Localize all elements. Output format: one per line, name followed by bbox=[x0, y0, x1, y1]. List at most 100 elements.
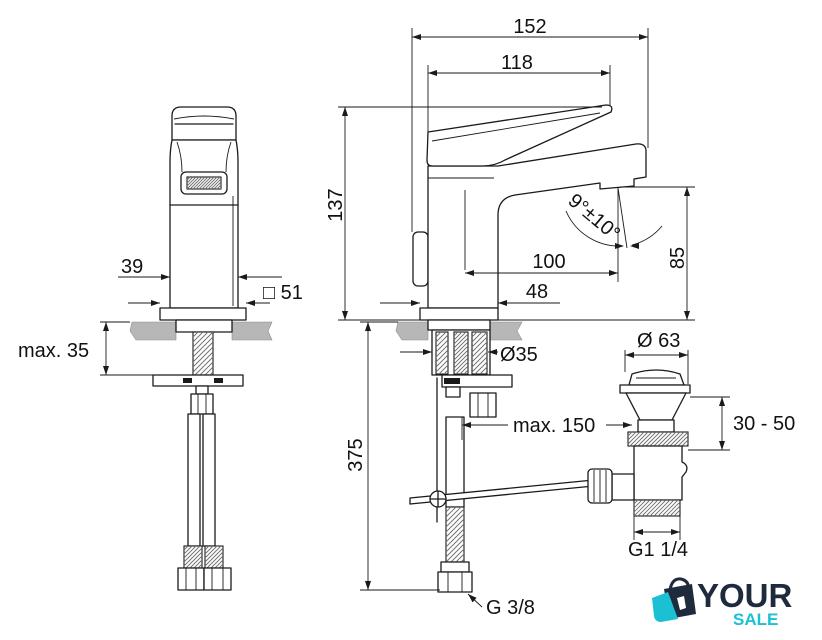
hatch-line bbox=[471, 331, 483, 343]
hatching bbox=[627, 431, 689, 447]
arrowhead bbox=[684, 187, 690, 196]
waste-neck bbox=[637, 419, 675, 433]
hatch-line bbox=[445, 538, 465, 558]
arrowhead bbox=[679, 352, 688, 358]
hatch-line bbox=[207, 176, 221, 190]
hatch-line bbox=[455, 361, 469, 375]
hatching bbox=[633, 499, 681, 517]
dim-label-137: 137 bbox=[325, 188, 347, 221]
arrowhead bbox=[161, 274, 170, 280]
arrowhead bbox=[468, 594, 477, 603]
front-mounting-plate bbox=[152, 374, 244, 387]
hatch-line bbox=[204, 366, 214, 376]
dim-label-375: 375 bbox=[345, 438, 367, 471]
waste-flange bbox=[619, 384, 691, 394]
hatch-line bbox=[657, 431, 673, 447]
dim-label-39: 39 bbox=[121, 256, 143, 278]
hatch-line bbox=[443, 369, 449, 375]
hatching bbox=[471, 331, 488, 375]
hatch-line bbox=[198, 176, 212, 190]
dim-label-85: 85 bbox=[667, 247, 689, 269]
hatch-line bbox=[435, 331, 442, 338]
hatch-line bbox=[453, 357, 469, 373]
dim-label-max35: max. 35 bbox=[18, 340, 89, 362]
side-base bbox=[419, 307, 499, 321]
waste-body bbox=[633, 445, 688, 501]
arrowhead bbox=[428, 70, 437, 76]
hatch-line bbox=[192, 331, 204, 343]
hatch-line bbox=[645, 499, 663, 517]
dim-label-angle: 9°±10° bbox=[564, 190, 624, 246]
shopping-bag-icon bbox=[652, 577, 696, 622]
hatch-line bbox=[201, 176, 215, 190]
hatch-line bbox=[453, 345, 469, 361]
hatch-line bbox=[193, 559, 203, 569]
arrowhead bbox=[246, 300, 255, 306]
counter-section-right bbox=[489, 321, 523, 341]
hatch-line bbox=[185, 551, 203, 569]
counter-section-left bbox=[395, 321, 429, 341]
arrowhead bbox=[639, 34, 648, 40]
front-hose-right bbox=[202, 413, 216, 547]
hatch-line bbox=[471, 346, 488, 363]
hatch-line bbox=[435, 344, 449, 358]
hatch-line bbox=[192, 331, 199, 338]
angle-arc-left bbox=[565, 210, 623, 247]
hatching bbox=[183, 545, 203, 569]
hatch-line bbox=[669, 431, 685, 447]
hatch-line bbox=[183, 547, 203, 567]
front-hex-facets bbox=[185, 568, 224, 590]
hatch-line bbox=[213, 181, 222, 190]
arrowhead bbox=[498, 300, 507, 306]
hatch-line bbox=[435, 349, 449, 363]
hatch-line bbox=[445, 518, 465, 538]
dim-label-g38: G 3/8 bbox=[486, 597, 535, 619]
front-body-contour bbox=[176, 141, 234, 306]
side-hex-nut bbox=[437, 571, 473, 593]
front-plate-slot-left bbox=[183, 378, 192, 383]
front-body bbox=[169, 139, 239, 309]
dim-label-35: Ø35 bbox=[500, 344, 538, 366]
hatch-line bbox=[645, 431, 661, 447]
hatch-line bbox=[453, 341, 469, 357]
hatch-line bbox=[661, 499, 679, 517]
hatch-line bbox=[435, 331, 447, 343]
hatch-line bbox=[471, 356, 488, 373]
side-hose-collar bbox=[440, 561, 470, 573]
arrowhead bbox=[238, 274, 247, 280]
front-counter bbox=[129, 321, 273, 341]
hatch-line bbox=[673, 431, 689, 447]
outlet-angle-line bbox=[617, 187, 628, 249]
bag-handle bbox=[668, 577, 690, 592]
hatching bbox=[186, 176, 222, 190]
hatch-line bbox=[629, 431, 645, 447]
hatch-line bbox=[453, 331, 459, 337]
arrowhead bbox=[342, 311, 348, 320]
arrowhead bbox=[634, 529, 643, 535]
hatch-line bbox=[649, 431, 665, 447]
front-plate-slot-right bbox=[214, 378, 223, 383]
dim-label-g114: G1 1/4 bbox=[628, 539, 688, 561]
yoursale-logo: YOUR SALE bbox=[652, 577, 793, 629]
hatch-line bbox=[649, 499, 667, 517]
front-hose-stub bbox=[195, 385, 209, 395]
hatch-line bbox=[216, 184, 222, 190]
side-thread-left bbox=[435, 331, 449, 375]
front-hose-left bbox=[187, 413, 201, 547]
hatch-line bbox=[186, 176, 197, 187]
hatch-line bbox=[657, 499, 675, 517]
hatch-line bbox=[627, 431, 641, 445]
hatch-line bbox=[665, 431, 681, 447]
waste-connector-ribs bbox=[593, 470, 607, 502]
arrowhead bbox=[365, 581, 371, 590]
dim-label-3050: 30 - 50 bbox=[733, 413, 795, 435]
side-nut-facets bbox=[477, 393, 489, 417]
logo-word-your: YOUR bbox=[697, 577, 793, 614]
arrowhead bbox=[630, 243, 639, 249]
hatch-line bbox=[189, 176, 203, 190]
hatch-line bbox=[653, 431, 669, 447]
dim-label-48: 48 bbox=[526, 281, 548, 303]
waste-cone bbox=[625, 392, 687, 421]
hatching bbox=[192, 331, 214, 376]
hatch-line bbox=[463, 369, 469, 375]
